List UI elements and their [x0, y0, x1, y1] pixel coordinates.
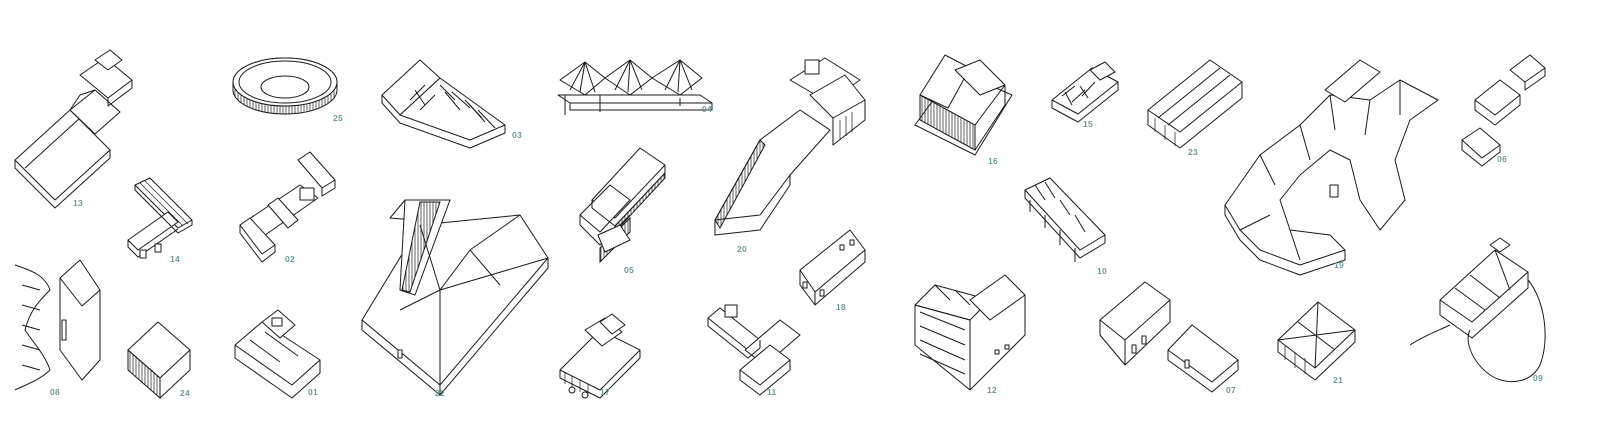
label-24: 24 — [180, 388, 190, 398]
building-17 — [559, 313, 641, 399]
building-14 — [127, 177, 193, 259]
label-12: 12 — [987, 385, 997, 395]
label-08: 08 — [50, 387, 60, 397]
label-25: 25 — [333, 113, 343, 123]
label-21: 21 — [1333, 375, 1343, 385]
label-06: 06 — [1497, 154, 1507, 164]
building-02 — [239, 151, 336, 263]
building-12 — [914, 274, 1026, 391]
label-10: 10 — [1097, 266, 1107, 276]
label-17: 17 — [600, 387, 610, 397]
building-07 — [1099, 281, 1239, 393]
label-07: 07 — [1226, 385, 1236, 395]
label-09: 09 — [1533, 373, 1543, 383]
building-13 — [14, 49, 133, 209]
label-18: 18 — [836, 302, 846, 312]
building-01 — [234, 309, 321, 399]
building-04 — [557, 59, 713, 115]
label-04: 04 — [702, 104, 712, 114]
label-20: 20 — [737, 244, 747, 254]
building-21 — [1277, 301, 1356, 381]
label-03: 03 — [512, 130, 522, 140]
label-02: 02 — [285, 254, 295, 264]
label-16: 16 — [988, 156, 998, 166]
building-22 — [361, 199, 549, 396]
building-08 — [14, 259, 101, 391]
label-11: 11 — [767, 387, 777, 397]
building-19 — [1224, 59, 1439, 276]
building-24 — [127, 321, 191, 400]
building-16 — [914, 54, 1013, 156]
building-03 — [381, 59, 506, 149]
label-22: 22 — [435, 388, 445, 398]
building-23 — [1147, 59, 1243, 149]
building-18 — [799, 229, 866, 306]
building-06 — [1461, 54, 1546, 167]
label-14: 14 — [170, 254, 180, 264]
label-01: 01 — [308, 387, 318, 397]
building-11 — [707, 304, 801, 396]
label-13: 13 — [73, 198, 83, 208]
building-20 — [714, 57, 866, 236]
building-09 — [1409, 237, 1546, 383]
building-10 — [1024, 177, 1106, 262]
label-15: 15 — [1083, 119, 1093, 129]
building-05 — [579, 147, 666, 264]
label-19: 19 — [1334, 260, 1344, 270]
label-05: 05 — [624, 265, 634, 275]
building-15 — [1051, 61, 1119, 123]
label-23: 23 — [1188, 147, 1198, 157]
building-25 — [232, 57, 338, 115]
